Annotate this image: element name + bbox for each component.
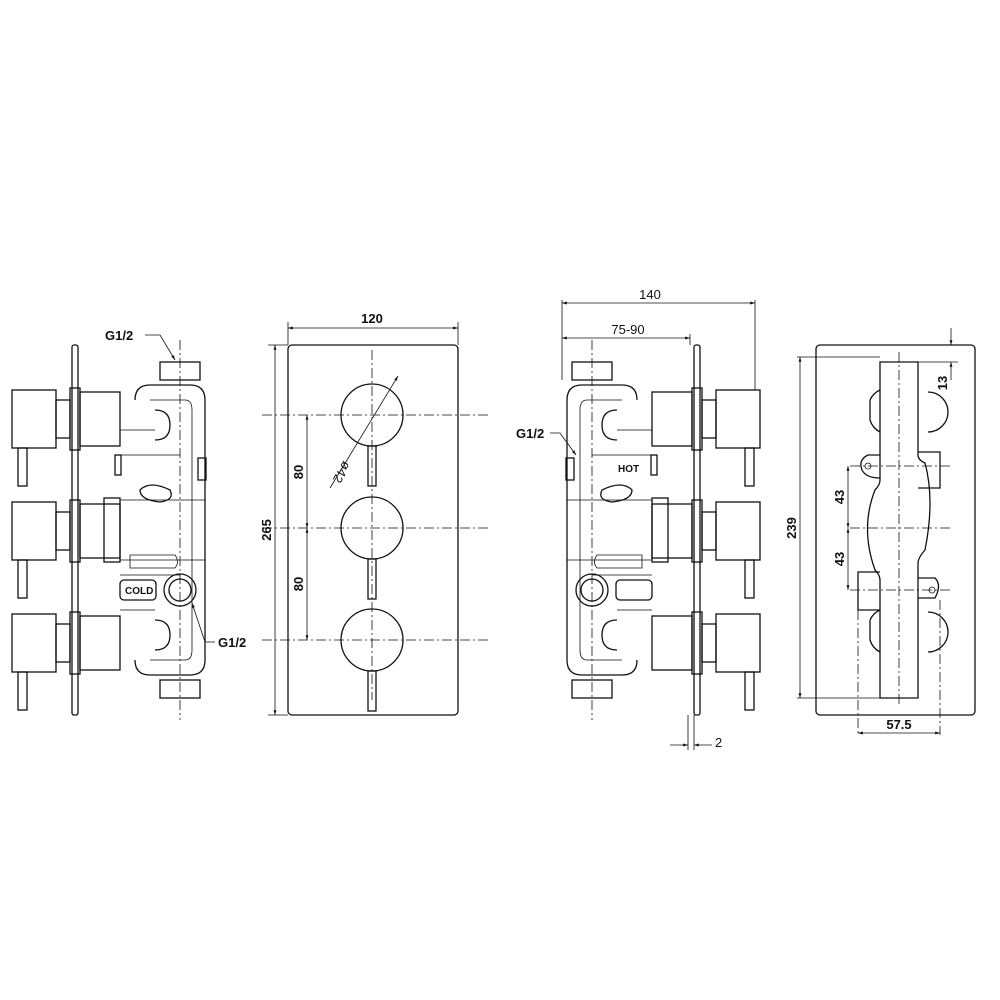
valve-side-drawing-mirrored [565, 339, 761, 721]
knob-middle [340, 496, 404, 600]
rear-view: 239 13 43 43 57.5 [784, 328, 976, 735]
fixing-width-dim: 57.5 [886, 717, 911, 732]
plate-thickness-dim: 2 [715, 735, 722, 750]
overall-depth-dim: 140 [639, 287, 661, 302]
spacing-upper-dim: 80 [291, 465, 306, 479]
width-dim: 120 [361, 311, 383, 326]
wall-depth-dim: 75-90 [611, 322, 644, 337]
knob-top [340, 383, 404, 487]
body-height-dim: 239 [784, 517, 799, 539]
rear-plate [815, 344, 976, 716]
cold-tag: COLD [125, 586, 153, 597]
faceplate [287, 344, 459, 716]
knob-bottom [340, 608, 404, 712]
valve-body-outline [866, 361, 931, 699]
top-offset-dim: 13 [935, 376, 950, 390]
fixing-lower-dim: 43 [832, 552, 847, 566]
height-dim: 265 [259, 519, 274, 541]
valve-side-drawing [11, 339, 207, 721]
side-view-right: HOT G1/2 140 75-90 2 [516, 287, 761, 750]
front-view: 120 265 80 80 ø42 [259, 311, 490, 716]
inlet-cold-label: G1/2 [218, 635, 246, 650]
fixing-upper-dim: 43 [832, 490, 847, 504]
spacing-lower-dim: 80 [291, 577, 306, 591]
inlet-top-label: G1/2 [105, 328, 133, 343]
inlet-hot-label: G1/2 [516, 426, 544, 441]
side-view-left: COLD G1/2 G1/2 [11, 328, 246, 721]
hot-tag: HOT [618, 464, 639, 475]
